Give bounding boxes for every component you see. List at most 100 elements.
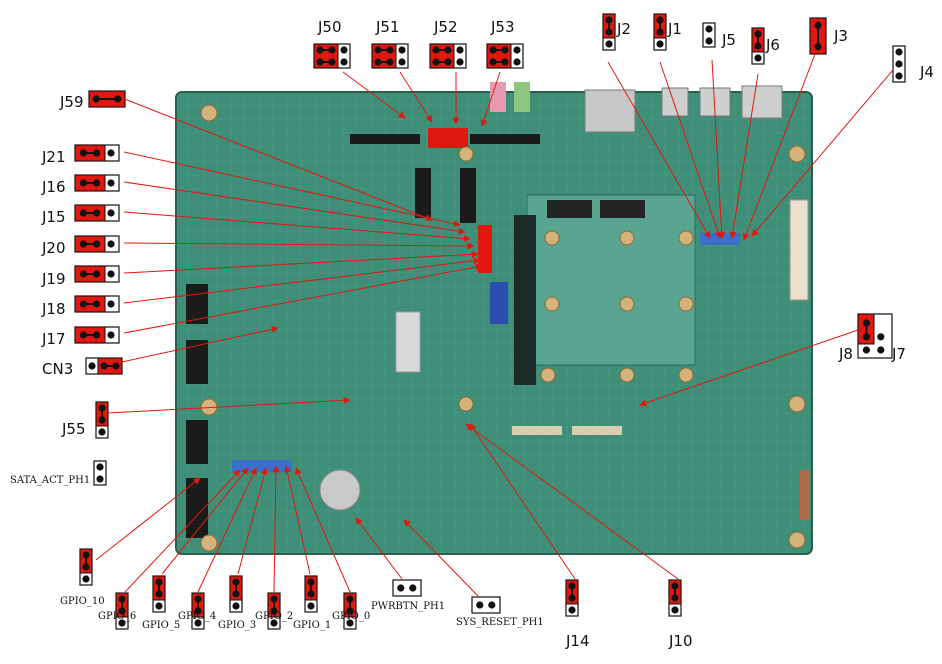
callout-arrow-j8 [639, 329, 859, 407]
pin [513, 58, 521, 66]
label-gpio-6: GPIO_6 [98, 611, 137, 622]
pin [398, 46, 406, 54]
jumper-cluster-top [428, 128, 468, 148]
callout-arrows [95, 53, 894, 597]
connector-j51 [371, 43, 409, 69]
label-j59: J59 [60, 93, 84, 111]
hdmi-port [741, 85, 783, 119]
pin [895, 60, 903, 68]
pin [877, 333, 885, 341]
pin [456, 46, 464, 54]
pin [568, 606, 576, 614]
label-j14: J14 [566, 632, 590, 650]
pin [513, 46, 521, 54]
header-bottom-right [800, 470, 810, 520]
pin [107, 331, 115, 339]
pin [88, 362, 96, 370]
sim-tray [395, 311, 421, 373]
connector-gpio-4 [191, 592, 205, 630]
pin [107, 209, 115, 217]
label-j52: J52 [434, 18, 458, 36]
pcie-slot-b [460, 168, 476, 223]
connector-j53 [486, 43, 524, 69]
label-j4: J4 [920, 63, 934, 81]
pin [705, 25, 713, 33]
connector-j21 [74, 144, 120, 162]
pin [340, 58, 348, 66]
pin [232, 602, 240, 610]
pin [456, 58, 464, 66]
pcb-board [175, 82, 813, 555]
pin [862, 346, 871, 354]
label-j6: J6 [766, 36, 780, 54]
m2-slot [514, 215, 536, 385]
connector-j2 [602, 13, 616, 51]
callout-arrow-j55 [107, 396, 351, 414]
connector-pwrbtn-ph1 [392, 579, 422, 597]
pin [340, 46, 348, 54]
pin [118, 619, 126, 627]
pin [605, 40, 613, 48]
connector-j15 [74, 204, 120, 222]
label-j20: J20 [42, 239, 66, 257]
fpc-connector-1 [547, 200, 592, 218]
header-body [471, 596, 501, 614]
callout-arrow-j50 [342, 71, 406, 119]
pin [814, 43, 822, 51]
callout-arrow-sys-reset-ph1 [403, 519, 479, 597]
callout-arrow-pwrbtn-ph1 [355, 517, 403, 580]
label-pwrbtn-ph1: PWRBTN_PH1 [371, 601, 446, 612]
pcie-slot-a [415, 168, 431, 218]
callout-arrow-j4 [751, 69, 894, 237]
pin [107, 179, 115, 187]
label-j3: J3 [834, 27, 848, 45]
label-j10: J10 [669, 632, 693, 650]
label-gpio-4: GPIO_4 [178, 611, 217, 622]
callout-arrow-j21 [123, 151, 461, 228]
header-body [392, 579, 422, 597]
label-j17: J17 [42, 330, 66, 348]
header-left-4 [186, 478, 208, 538]
mounting-holes [200, 104, 806, 552]
label-sys-reset-ph1: SYS_RESET_PH1 [456, 617, 544, 628]
callout-arrow-gpio-0 [295, 467, 351, 593]
pin [194, 619, 202, 627]
usb-port-2 [661, 87, 689, 117]
connector-cn3 [85, 357, 123, 375]
callout-arrow-j10 [465, 423, 679, 580]
callout-arrow-j18 [123, 257, 481, 304]
connector-symbols [74, 13, 906, 630]
pin [488, 601, 496, 609]
connector-j17 [74, 326, 120, 344]
callout-arrow-j51 [399, 71, 433, 123]
label-gpio-2: GPIO_2 [255, 611, 294, 622]
pin [754, 54, 762, 62]
pin [671, 606, 679, 614]
callout-arrow-gpio-10 [95, 477, 201, 561]
label-j51: J51 [376, 18, 400, 36]
label-j18: J18 [42, 300, 66, 318]
power-connector [789, 199, 809, 301]
callout-arrow-j6 [729, 73, 759, 239]
connector-gpio-2 [267, 592, 281, 630]
callout-arrow-j1 [659, 61, 722, 239]
connector-gpio-3 [229, 575, 243, 613]
label-j15: J15 [42, 208, 66, 226]
connector-sys-reset-ph1 [471, 596, 501, 614]
header-left-3 [186, 420, 208, 464]
connector-j18 [74, 295, 120, 313]
fpc-bottom-2 [572, 426, 622, 435]
pin [107, 270, 115, 278]
pin [656, 40, 664, 48]
connector-gpio-1 [304, 575, 318, 613]
label-j2: J2 [617, 20, 631, 38]
connector-j4 [892, 45, 906, 83]
pin [107, 300, 115, 308]
label-j7: J7 [892, 345, 906, 363]
pin [476, 601, 484, 609]
connector-j55 [95, 401, 109, 439]
callout-arrow-gpio-3 [237, 467, 268, 575]
label-j21: J21 [42, 148, 66, 166]
